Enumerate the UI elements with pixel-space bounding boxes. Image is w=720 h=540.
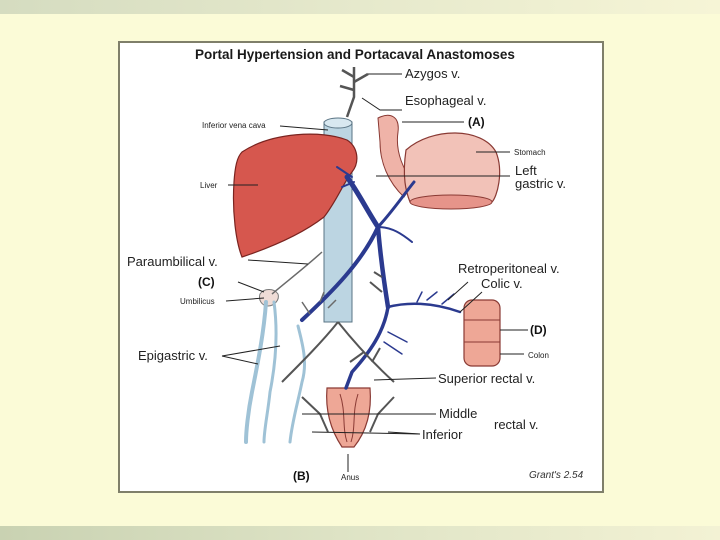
label-colon: Colon [528, 351, 549, 360]
label-azygos-vein: Azygos v. [405, 66, 460, 81]
paraumbilical-vein [271, 251, 337, 315]
epigastric-veins [244, 300, 306, 444]
liver [232, 133, 358, 258]
tag-d: (D) [530, 323, 547, 337]
label-colic-vein: Colic v. [481, 276, 523, 291]
label-stomach: Stomach [514, 148, 546, 157]
label-middle: Middle [439, 406, 477, 421]
label-superior-rectal-vein: Superior rectal v. [438, 371, 535, 386]
label-paraumbilical-vein: Paraumbilical v. [127, 254, 218, 269]
label-liver: Liver [200, 181, 218, 190]
azygos-vein [339, 67, 369, 118]
stomach [403, 132, 501, 203]
colon [463, 299, 501, 367]
portal-anatomy-diagram: Portal Hypertension and Portacaval Anast… [127, 47, 584, 483]
label-rectal-vein: rectal v. [494, 417, 539, 432]
label-inferior-vena-cava: Inferior vena cava [202, 121, 266, 130]
label-left: Left [515, 163, 537, 178]
label-gastric-vein: gastric v. [515, 176, 566, 191]
rectum [326, 387, 371, 448]
top-decorative-band [0, 0, 720, 14]
label-epigastric-vein: Epigastric v. [138, 348, 208, 363]
label-inferior: Inferior [422, 427, 463, 442]
portal-vein-system [300, 166, 462, 390]
label-retroperitoneal-vein: Retroperitoneal v. [458, 261, 560, 276]
figure-credit: Grant's 2.54 [529, 470, 584, 481]
leader-lines [221, 73, 528, 472]
anatomy-figure: Portal Hypertension and Portacaval Anast… [118, 41, 604, 493]
anal-columns [339, 393, 359, 443]
label-esophageal-vein: Esophageal v. [405, 93, 486, 108]
tag-a: (A) [468, 115, 485, 129]
bottom-decorative-band [0, 526, 720, 540]
figure-title: Portal Hypertension and Portacaval Anast… [195, 47, 515, 62]
label-umbilicus: Umbilicus [180, 297, 215, 306]
stomach-cut-section [409, 194, 493, 210]
tag-c: (C) [198, 275, 215, 289]
tag-b: (B) [293, 469, 310, 483]
label-anus: Anus [341, 473, 359, 482]
